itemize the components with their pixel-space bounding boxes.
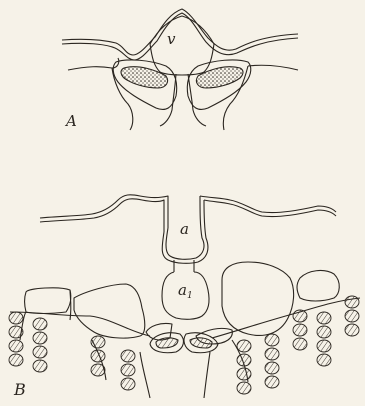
lower-chamber-letter: a bbox=[178, 281, 187, 299]
chain-right-1 bbox=[237, 340, 251, 394]
chain-right-5 bbox=[345, 296, 359, 336]
figure-a bbox=[62, 9, 298, 130]
chain-left-1 bbox=[9, 312, 23, 366]
chain-right-4 bbox=[317, 312, 331, 366]
chain-right-3 bbox=[293, 310, 307, 350]
chloroplast-chains bbox=[9, 296, 359, 394]
vessel-label: v bbox=[167, 32, 175, 47]
upper-chamber-label: a bbox=[180, 222, 189, 237]
chain-left-3 bbox=[91, 336, 105, 376]
figure-a-caption: A bbox=[66, 114, 77, 129]
chain-left-4 bbox=[121, 350, 135, 390]
lower-chamber-label: a1 bbox=[178, 283, 193, 301]
figure-b-caption: B bbox=[14, 382, 26, 398]
chain-left-2 bbox=[33, 318, 47, 372]
chain-right-2 bbox=[265, 334, 279, 388]
lower-chamber-subscript: 1 bbox=[187, 291, 193, 301]
